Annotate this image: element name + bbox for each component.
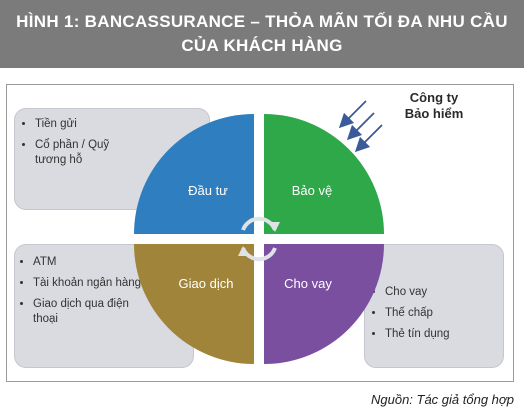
cycle-arrows-icon bbox=[241, 216, 277, 262]
quadrant-label-transaction: Giao dịch bbox=[179, 276, 234, 291]
figure-title-line-1: HÌNH 1: BANCASSURANCE – THỎA MÃN TỐI ĐA … bbox=[16, 12, 508, 31]
quadrant-label-investment: Đầu tư bbox=[188, 183, 228, 198]
quadrant-label-lending: Cho vay bbox=[284, 276, 332, 291]
quadrant-protection bbox=[264, 114, 384, 234]
quadrant-transaction bbox=[134, 244, 254, 364]
box-investment-products: Tiền gửi Cổ phần / Quỹ tương hỗ bbox=[14, 108, 210, 210]
item-loan: Cho vay bbox=[385, 285, 497, 300]
cycle-arrowhead-icon bbox=[270, 222, 280, 232]
item-bank-account: Tài khoản ngân hàng bbox=[33, 276, 187, 291]
arrow-icon bbox=[338, 100, 367, 129]
item-shares-funds: Cổ phần / Quỹ tương hỗ bbox=[35, 138, 125, 168]
quadrant-investment bbox=[134, 114, 254, 234]
arrow-icon bbox=[346, 112, 375, 141]
item-deposit: Tiền gửi bbox=[35, 117, 203, 132]
quadrant-lending bbox=[264, 244, 384, 364]
insurer-arrows bbox=[338, 100, 383, 153]
item-mortgage: Thế chấp bbox=[385, 306, 497, 321]
item-phone-transaction: Giao dịch qua điện thoại bbox=[33, 297, 143, 327]
quadrant-circle: Đầu tư Bảo vệ Giao dịch Cho vay bbox=[134, 114, 384, 364]
figure-title: HÌNH 1: BANCASSURANCE – THỎA MÃN TỐI ĐA … bbox=[0, 0, 524, 68]
company-line-1: Công ty bbox=[409, 90, 459, 105]
item-atm: ATM bbox=[33, 255, 187, 270]
quadrant-label-protection: Bảo vệ bbox=[292, 183, 332, 198]
source-note: Nguồn: Tác giả tổng hợp bbox=[370, 392, 514, 407]
company-line-2: Bảo hiểm bbox=[404, 106, 464, 121]
arrow-icon bbox=[354, 124, 383, 153]
figure-title-line-2: CỦA KHÁCH HÀNG bbox=[181, 36, 343, 55]
cycle-arrowhead-icon bbox=[238, 246, 248, 256]
item-credit-card: Thẻ tín dụng bbox=[385, 327, 497, 342]
insurance-company-label: Công ty Bảo hiểm bbox=[384, 90, 484, 122]
